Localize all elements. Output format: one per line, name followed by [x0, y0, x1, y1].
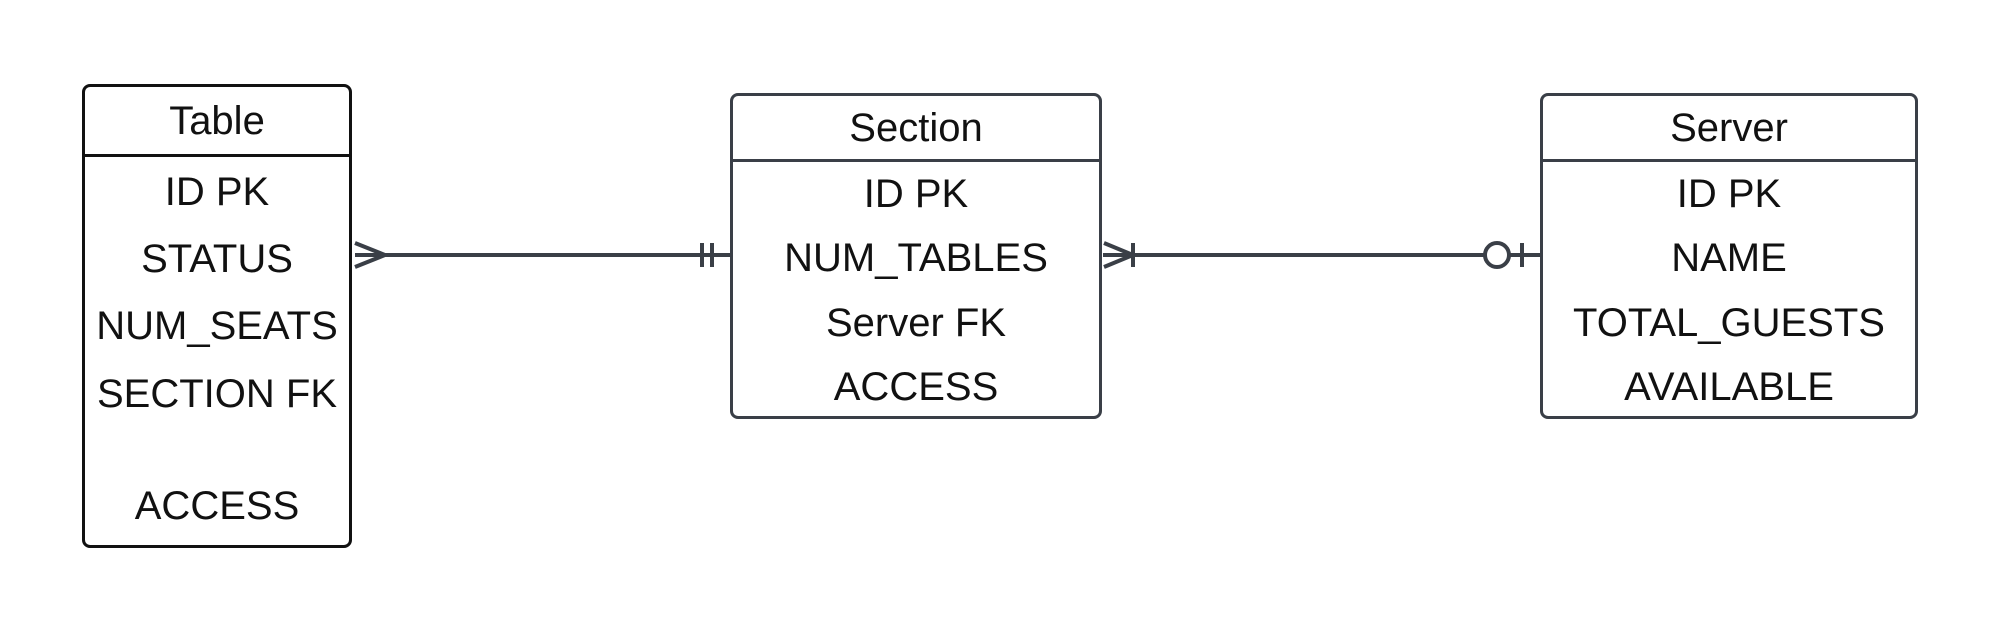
attribute: STATUS	[141, 237, 293, 281]
attribute: Server FK	[825, 301, 1007, 345]
relationship-table-section	[354, 241, 730, 269]
entity-title: Server	[1543, 96, 1915, 162]
attribute: NUM_SEATS	[96, 304, 338, 348]
relationship-section-server	[1103, 241, 1540, 269]
attribute: ID PK	[863, 172, 969, 216]
entity-title: Section	[733, 96, 1099, 162]
attribute: ID PK	[164, 170, 270, 214]
attribute: ACCESS	[833, 365, 999, 409]
attribute: TOTAL_GUESTS	[1573, 301, 1885, 345]
attribute: NAME	[1671, 236, 1787, 280]
entity-table[interactable]: Table ID PK STATUS NUM_SEATS SECTION FK …	[82, 84, 352, 548]
entity-section[interactable]: Section ID PK NUM_TABLES Server FK ACCES…	[730, 93, 1102, 419]
entity-server[interactable]: Server ID PK NAME TOTAL_GUESTS AVAILABLE	[1540, 93, 1918, 419]
entity-title: Table	[85, 87, 349, 157]
attribute: NUM_TABLES	[784, 236, 1048, 280]
circle-zero-icon	[1483, 241, 1511, 269]
crows-foot-many-icon	[354, 241, 391, 269]
attribute: AVAILABLE	[1624, 365, 1834, 409]
attribute: SECTION FK	[96, 372, 338, 416]
attribute: ACCESS	[134, 484, 300, 528]
attribute: ID PK	[1676, 172, 1782, 216]
